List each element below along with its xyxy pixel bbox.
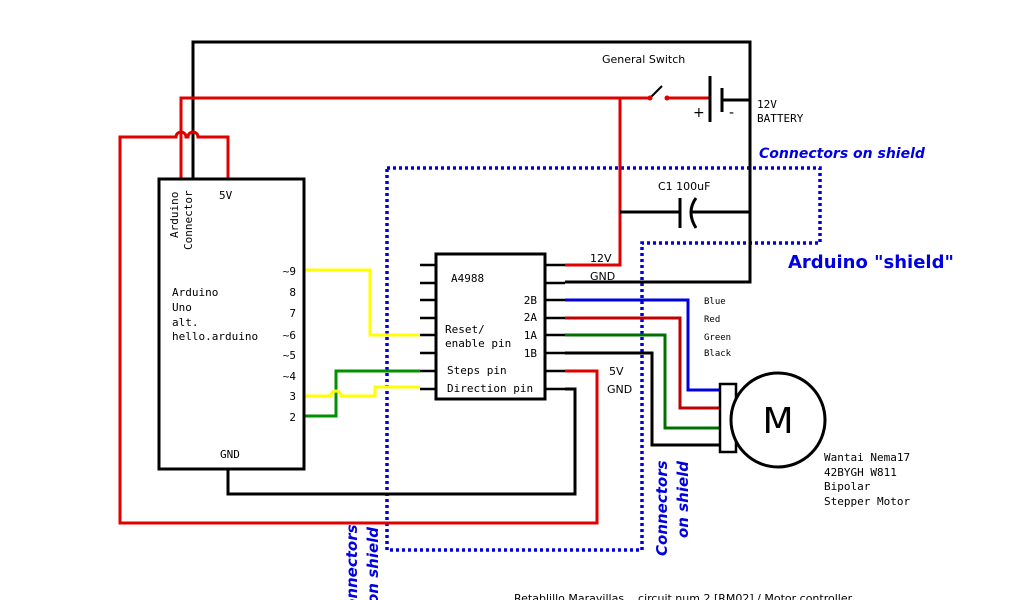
motor-desc: 42BYGH W811 [824,466,897,479]
wire-label-black: Black [704,349,732,359]
pin-label: 8 [289,286,296,299]
wire-label-red: Red [704,315,720,325]
shield-side-label: Connectors [653,460,671,556]
wire-gnd-bottom [226,387,577,496]
battery-label: 12V [757,98,777,111]
wire-label-blue: Blue [704,297,726,307]
motor-symbol: M [762,401,793,442]
5v-label: 5V [609,365,624,378]
footer-caption: Retablillo Maravillas circuit num 2 [RM0… [514,592,853,600]
direction-label: Direction pin [447,382,533,395]
connector-label: Connector [182,190,195,250]
wire-12v [179,96,710,267]
pin-label: 7 [289,307,296,320]
pin-label: ~4 [283,370,297,383]
arduino-name: Arduino [172,286,218,299]
driver-pins [420,263,565,391]
driver-name: A4988 [451,272,484,285]
shield-side-label: Connectors [343,524,361,600]
reset-label: Reset/ [445,323,485,336]
plus-sign: + [693,105,705,121]
arduino-gnd-label: GND [220,448,240,461]
pin-label: ~9 [283,265,296,278]
a4988-driver [434,252,547,401]
pin-1a: 1A [524,329,538,342]
arduino-board [157,177,306,471]
wire-motor-black [565,351,720,447]
gnd-label: GND [590,270,615,283]
arduino-name: hello.arduino [172,330,258,343]
wire-motor-blue [565,298,720,392]
pin-2a: 2A [524,311,538,324]
shield-side-label: on shield [674,461,692,538]
motor-desc: Bipolar [824,480,871,493]
motor [729,371,827,469]
motor-desc: Stepper Motor [824,495,910,508]
pin-label: 2 [289,411,296,424]
pin-label: ~5 [283,349,296,362]
motor-desc: Wantai Nema17 [824,451,910,464]
pin-label: 3 [289,390,296,403]
wire-label-green: Green [704,333,731,343]
arduino-name: alt. [172,316,199,329]
wire-steps [305,369,420,418]
shield-title: Arduino "shield" [788,252,954,273]
arduino-5v-label: 5V [219,189,233,202]
12v-label: 12V [590,252,612,265]
switch-label: General Switch [602,53,685,66]
reset-label: enable pin [445,337,511,350]
wire-motor-red [565,316,720,410]
shield-side-label: on shield [364,527,382,600]
arduino-pins: ~9 8 7 ~6 ~5 ~4 3 2 [283,265,297,424]
pin-label: ~6 [283,329,296,342]
shield-connectors-label: Connectors on shield [759,146,926,162]
minus-sign: - [729,105,734,121]
wire-direction [305,385,420,398]
switch-lever [649,85,663,99]
steps-label: Steps pin [447,364,507,377]
wire-5v [118,130,599,525]
pin-2b: 2B [524,294,538,307]
gnd-label: GND [607,383,632,396]
capacitor-label: C1 100uF [658,180,710,193]
arduino-name: Uno [172,301,192,314]
wire-gnd-top [191,40,752,284]
wire-reset [305,268,420,337]
battery-label: BATTERY [757,112,804,125]
shield-outline [385,166,822,552]
wire-motor-green [565,333,720,430]
connector-label: Arduino [168,192,181,238]
pin-1b: 1B [524,347,538,360]
